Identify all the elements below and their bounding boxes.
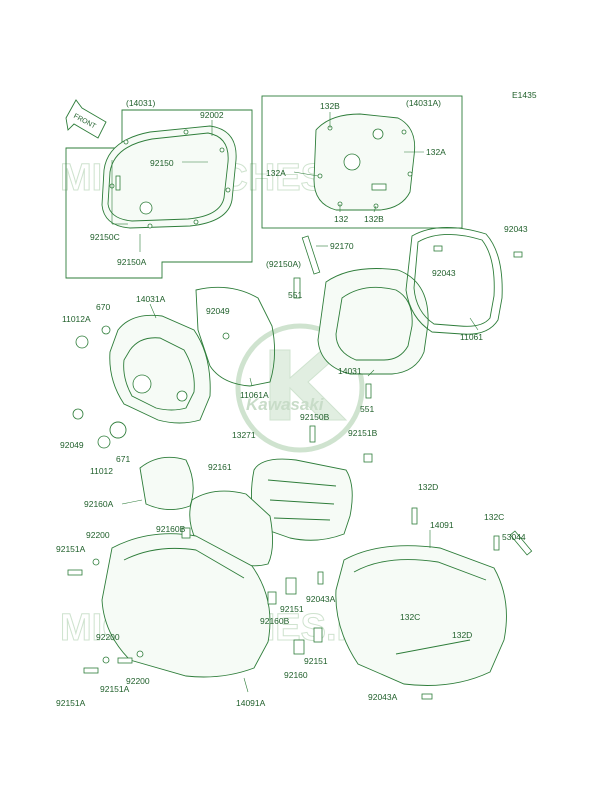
bolt-551-a [293,277,301,299]
kawasaki-logo-k [269,349,348,421]
diagram-code: E1435 [512,90,537,100]
washer-92049-b [72,408,84,420]
label-14031: 14031 [338,366,362,376]
label-92043-mid: 92043 [432,268,456,278]
label-92049-b: 92049 [60,440,84,450]
outer-cover-14091: 132D 14091 132C 53044 92043A 132C 132D 9… [306,482,533,702]
label-92151-a: 92151 [280,604,304,614]
label-132D-b: 132D [452,630,472,640]
label-92160A: 92160A [84,499,114,509]
label-14091: 14091 [430,520,454,530]
kawasaki-logo-text: Kawasaki [246,395,325,414]
rod-53044 [509,530,533,556]
label-132A-left: 132A [266,168,286,178]
dowel-92049-a [222,332,230,340]
oring-670 [101,325,111,335]
rod-92170 [301,235,321,275]
oring-671 [109,421,127,439]
clutch-cover-14031: 92170 (92150A) 551 14031 551 [266,235,429,414]
plug-11012A [75,335,89,349]
label-11061: 11061 [460,332,483,342]
label-132B-bottom: 132B [364,214,384,224]
label-92151-b: 92151 [304,656,328,666]
plate-13271: 92150B 92151B 13271 92161 [189,412,378,567]
label-92150: 92150 [150,158,174,168]
label-13271: 13271 [232,430,256,440]
label-11061A: 11061A [240,390,269,400]
label-92160: 92160 [284,670,308,680]
label-92200-c: 92200 [126,676,150,686]
label-92150C: 92150C [90,232,120,242]
label-132A-right: 132A [426,147,446,157]
gasket-11061: 92043 11061 92043 [405,224,528,342]
label-132C-a: 132C [484,512,504,522]
label-92150A-box: 92150A [117,257,147,267]
label-132B-top: 132B [320,101,340,111]
plate-92160A: 92160A [84,456,194,510]
label-11012: 11012 [90,466,113,476]
plug-11012 [97,435,111,449]
label-92151A-c: 92151A [56,698,86,708]
label-53044: 53044 [502,532,526,542]
crankcase-cover-14031A: 670 11012A 14031A 92049 11012 671 [60,294,211,476]
label-671: 671 [116,454,130,464]
label-92049-a: 92049 [206,306,230,316]
label-14031A: 14031A [136,294,166,304]
label-92043A-b: 92043A [368,692,398,702]
detail-box-14031: (14031) 92002 92150 92150C 92150A [65,98,253,279]
label-92002: 92002 [200,110,224,120]
box-ref-14031A: (14031A) [406,98,441,108]
label-92151A-b: 92151A [100,684,130,694]
label-92170: 92170 [330,241,354,251]
label-132C-b: 132C [400,612,420,622]
front-arrow-icon: FRONT [65,99,107,139]
label-551-a: 551 [288,290,302,300]
label-92150B: 92150B [300,412,330,422]
label-132D-top: 132D [418,482,438,492]
label-11012A: 11012A [62,314,91,324]
label-92151A-a: 92151A [56,544,86,554]
kawasaki-logo-ring [235,323,365,453]
cover-outline-right [313,113,416,211]
label-92160B-b: 92160B [260,616,290,626]
label-14091A: 14091A [236,698,266,708]
label-92200-a: 92200 [86,530,110,540]
label-132: 132 [334,214,348,224]
label-92150A-paren: (92150A) [266,259,301,269]
label-92160B-a: 92160B [156,524,186,534]
label-92151B: 92151B [348,428,378,438]
label-92200-b: 92200 [96,632,120,642]
outer-cover-14091A: 92160B 92200 92151A 92160B 92151 92200 9… [56,524,328,708]
gasket-outline-left [101,125,237,229]
gasket-11061A: 92049 11061A [195,286,275,400]
box-ref-14031: (14031) [126,98,155,108]
label-92043A-a: 92043A [306,594,336,604]
label-551-b: 551 [360,404,374,414]
label-92161: 92161 [208,462,232,472]
label-670: 670 [96,302,110,312]
label-92043-top: 92043 [504,224,528,234]
detail-box-14031A: (14031A) 132B 132A 132A 132 132B [261,95,463,229]
